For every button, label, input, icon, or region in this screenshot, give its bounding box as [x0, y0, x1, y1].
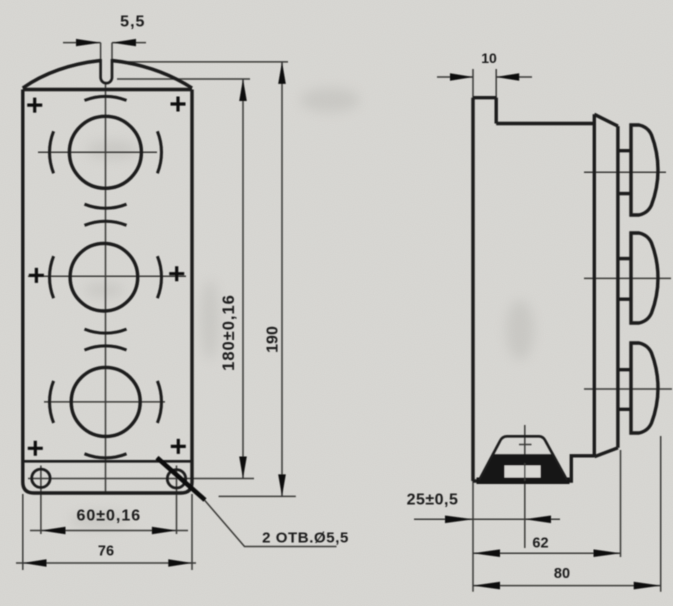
svg-text:180±0,16: 180±0,16	[220, 294, 238, 371]
svg-text:25±0,5: 25±0,5	[407, 492, 459, 509]
svg-text:62: 62	[532, 536, 548, 552]
svg-text:60±0,16: 60±0,16	[76, 508, 141, 525]
svg-text:190: 190	[265, 326, 282, 353]
svg-text:80: 80	[554, 566, 570, 582]
svg-text:10: 10	[481, 50, 497, 66]
svg-text:2 ОТВ.Ø5,5: 2 ОТВ.Ø5,5	[262, 530, 349, 547]
svg-text:76: 76	[98, 544, 114, 560]
svg-text:5,5: 5,5	[120, 14, 145, 31]
